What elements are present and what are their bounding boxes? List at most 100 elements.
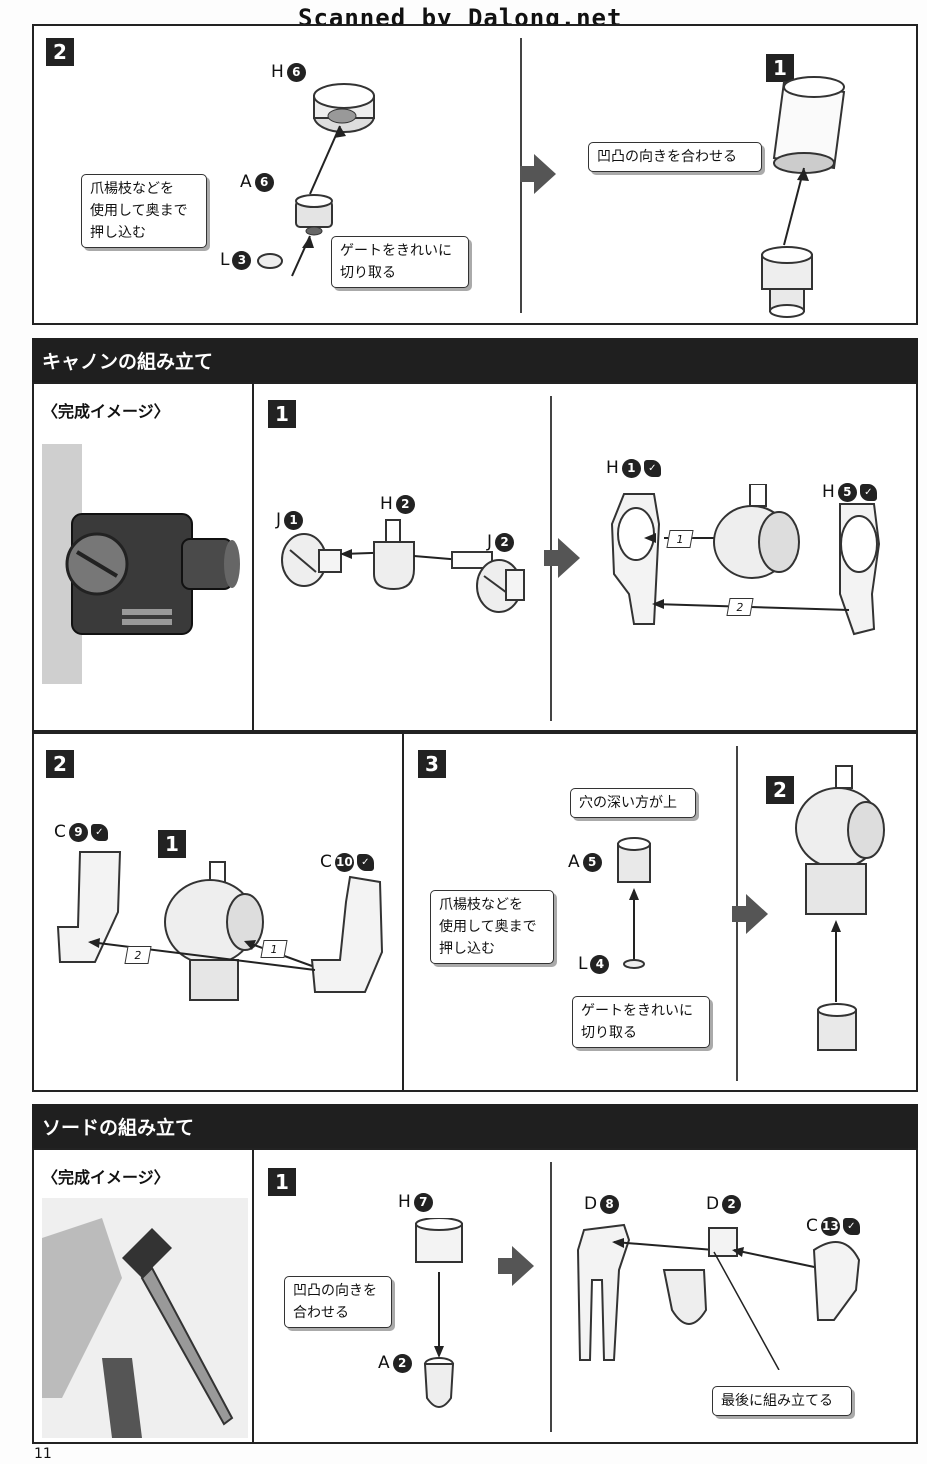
part-label-h5: H 5 ✓ — [822, 482, 877, 502]
part-label-d2: D 2 — [706, 1194, 742, 1214]
part-number-badge: 8 — [600, 1194, 620, 1214]
callout-line: 爪楊枝などを — [439, 897, 523, 913]
callout-line: ゲートをきれいに — [340, 243, 452, 259]
part-letter: J — [276, 510, 282, 530]
part-letter: C — [806, 1216, 818, 1236]
part-label-j1: J 1 — [276, 510, 304, 530]
sticker-tag-icon: ✓ — [356, 853, 374, 871]
sequence-marker: 2 — [124, 946, 152, 964]
cannon-step1-panel: 1 J 1 H 2 J 2 H 1 ✓ H 5 ✓ — [252, 382, 918, 732]
cannon-step3-panel: 3 穴の深い方が上 A 5 L 4 爪楊枝などを 使用して奥まで 押し込む ゲー… — [402, 732, 918, 1092]
part-label-h2: H 2 — [380, 494, 415, 514]
cannon-step1-parts-drawing — [281, 519, 525, 613]
part-number-badge: 1 — [284, 510, 304, 530]
part-number-badge: 9 — [68, 822, 88, 842]
part-letter: H — [398, 1192, 411, 1212]
flow-arrow-icon — [544, 538, 580, 578]
part-label-l3: L 3 — [220, 250, 252, 270]
part-label-a5: A 5 — [568, 852, 602, 872]
part-label-h7: H 7 — [398, 1192, 433, 1212]
part-letter: H — [822, 482, 835, 502]
callout-deep-hole: 穴の深い方が上 — [570, 788, 696, 818]
cannon-completion-image — [42, 444, 240, 684]
sequence-marker: 1 — [260, 940, 288, 958]
flow-arrow-icon — [498, 1246, 534, 1286]
sequence-marker: 1 — [666, 530, 694, 548]
sequence-marker: 2 — [726, 598, 754, 616]
section-header-cannon: キャノンの組み立て — [32, 338, 918, 382]
cannon-step1-assembly-drawing — [610, 484, 881, 636]
substep-number: 1 — [158, 830, 186, 858]
callout-align: 凹凸の向きを合わせる — [588, 142, 762, 172]
part-letter: A — [378, 1353, 390, 1373]
part-number-badge: 3 — [232, 250, 252, 270]
part-number-badge: 13 — [820, 1216, 840, 1236]
sword-step1-parts-drawing — [415, 1218, 463, 1408]
callout-line: 切り取る — [340, 265, 396, 281]
callout-line: 凹凸の向きを — [293, 1283, 377, 1299]
callout-push-in: 爪楊枝などを 使用して奥まで 押し込む — [430, 890, 554, 964]
cylinder-assembly-drawing — [761, 76, 846, 318]
part-label-j2: J 2 — [487, 532, 515, 552]
part-number-badge: 5 — [837, 482, 857, 502]
completion-image-label: 〈完成イメージ〉 — [42, 402, 170, 421]
completion-image-label: 〈完成イメージ〉 — [42, 1168, 170, 1187]
cannon-step2-panel: 2 1 C 9 ✓ C 10 ✓ 1 2 — [32, 732, 404, 1092]
cannon-step2-drawing — [56, 851, 384, 1001]
part-label-h1: H 1 ✓ — [606, 458, 661, 478]
top-step-panel: 2 H 6 A 6 L 3 爪楊枝などを 使用して奥まで 押し込む ゲートをきれ… — [32, 24, 918, 325]
callout-line: ゲートをきれいに — [581, 1003, 693, 1019]
part-label-h6: H 6 — [271, 62, 306, 82]
step-number: 1 — [268, 400, 296, 428]
substep-number: 2 — [766, 776, 794, 804]
callout-line: 合わせる — [293, 1305, 349, 1321]
callout-line: 穴の深い方が上 — [579, 795, 677, 811]
callout-line: 最後に組み立てる — [721, 1393, 833, 1409]
cannon-step3-assembly-drawing — [795, 765, 885, 1051]
part-letter: D — [584, 1194, 598, 1214]
part-number-badge: 2 — [395, 494, 415, 514]
part-letter: H — [271, 62, 284, 82]
part-letter: C — [320, 852, 332, 872]
flow-arrow-icon — [520, 154, 556, 194]
step-number: 2 — [46, 38, 74, 66]
part-number-badge: 2 — [495, 532, 515, 552]
part-letter: H — [606, 458, 619, 478]
part-number-badge: 6 — [254, 172, 274, 192]
callout-line: 凹凸の向きを合わせる — [597, 149, 737, 165]
part-number-badge: 6 — [286, 62, 306, 82]
part-number-badge: 4 — [590, 954, 610, 974]
page-number: 11 — [34, 1446, 52, 1462]
callout-gate-cut: ゲートをきれいに 切り取る — [331, 236, 469, 288]
callout-line: 爪楊枝などを — [90, 181, 174, 197]
top-parts-drawing — [291, 83, 375, 277]
sticker-tag-icon: ✓ — [842, 1217, 860, 1235]
callout-line: 切り取る — [581, 1025, 637, 1041]
part-label-l4: L 4 — [578, 954, 610, 974]
sword-completion-image-panel: 〈完成イメージ〉 — [32, 1148, 254, 1444]
cannon-step3-parts-drawing — [617, 837, 651, 969]
part-letter: A — [240, 172, 252, 192]
sticker-tag-icon: ✓ — [90, 823, 108, 841]
callout-final-assembly: 最後に組み立てる — [712, 1386, 852, 1416]
part-label-c9: C 9 ✓ — [54, 822, 108, 842]
part-letter: A — [568, 852, 580, 872]
part-label-c13: C 13 ✓ — [806, 1216, 860, 1236]
part-label-a6: A 6 — [240, 172, 274, 192]
part-number-badge: 5 — [582, 852, 602, 872]
callout-line: 使用して奥まで — [90, 203, 188, 219]
callout-gate-cut: ゲートをきれいに 切り取る — [572, 996, 710, 1048]
section-header-sword: ソードの組み立て — [32, 1104, 918, 1148]
gate-disc-drawing — [257, 253, 283, 269]
sticker-tag-icon: ✓ — [643, 459, 661, 477]
step-number: 2 — [46, 750, 74, 778]
part-label-d8: D 8 — [584, 1194, 620, 1214]
part-letter: L — [578, 954, 588, 974]
cannon-completion-image-panel: 〈完成イメージ〉 — [32, 382, 254, 732]
part-letter: C — [54, 822, 66, 842]
sword-step1-panel: 1 H 7 A 2 凹凸の向きを 合わせる D 8 D 2 C 13 ✓ — [252, 1148, 918, 1444]
callout-push-in: 爪楊枝などを 使用して奥まで 押し込む — [81, 174, 207, 248]
part-label-a2: A 2 — [378, 1353, 412, 1373]
flow-arrow-icon — [732, 894, 768, 934]
sticker-tag-icon: ✓ — [859, 483, 877, 501]
